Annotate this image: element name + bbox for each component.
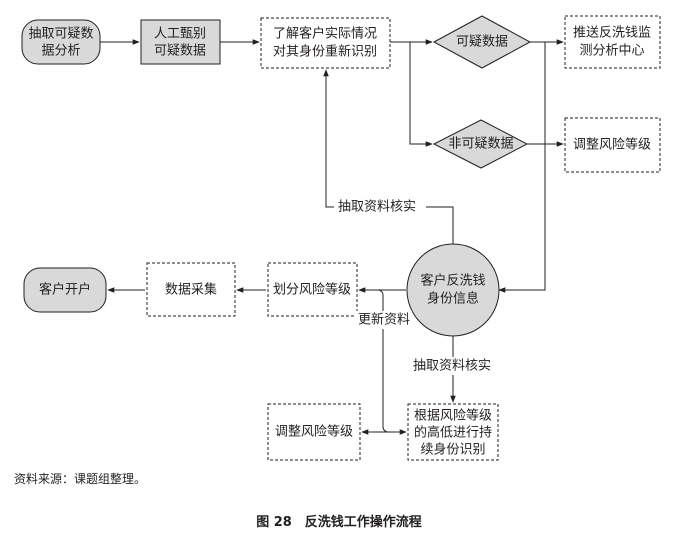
label-verify-bottom: 抽取资料核实 [413, 359, 491, 374]
node-classify-risk-label: 划分风险等级 [273, 282, 351, 298]
node-suspicious-data-label: 可疑数据 [456, 34, 508, 50]
node-extract-suspicious-line2: 据分析 [41, 44, 80, 59]
connectors [100, 39, 564, 435]
node-extract-suspicious-line1: 抽取可疑数 [28, 26, 93, 42]
node-adjust-risk-bottom: 调整风险等级 [267, 403, 361, 461]
node-extract-suspicious: 抽取可疑数 据分析 [21, 19, 101, 65]
node-classify-risk: 划分风险等级 [267, 262, 358, 317]
node-account-opening-label: 客户开户 [39, 282, 91, 298]
edge-understand-to-non-suspicious [409, 42, 433, 147]
node-customer-aml-info-line2: 身份信息 [427, 291, 479, 307]
node-understand-customer-line2: 对其身份重新识别 [273, 44, 377, 60]
label-update-data: 更新资料 [358, 312, 410, 328]
node-push-center-line2: 测分析中心 [579, 44, 644, 59]
node-understand-customer-line1: 了解客户实际情况 [273, 26, 377, 42]
node-non-suspicious-data: 非可疑数据 [432, 119, 529, 169]
node-push-center: 推送反洗钱监 测分析中心 [564, 15, 661, 69]
figure-caption: 图 28 反洗钱工作操作流程 [256, 515, 422, 530]
node-data-collection-label: 数据采集 [165, 282, 217, 298]
node-customer-aml-info-line1: 客户反洗钱 [420, 273, 485, 289]
edge-right-trunk-to-customer-info [498, 42, 546, 293]
node-manual-screening-line1: 人工甄别 [154, 27, 206, 42]
edge-labels: 抽取资料核实 更新资料 抽取资料核实 [334, 198, 502, 375]
node-ongoing-identification-line1: 根据风险等级 [414, 408, 492, 424]
node-adjust-risk-top-label: 调整风险等级 [573, 137, 651, 153]
node-non-suspicious-data-label: 非可疑数据 [448, 136, 513, 152]
node-customer-aml-info: 客户反洗钱 身份信息 [406, 243, 500, 337]
source-note: 资料来源：课题组整理。 [14, 472, 147, 486]
edge-customer-info-verify-up [323, 69, 454, 246]
node-adjust-risk-top: 调整风险等级 [564, 117, 661, 173]
label-verify-top: 抽取资料核实 [338, 200, 416, 215]
node-manual-screening: 人工甄别 可疑数据 [140, 19, 221, 65]
node-ongoing-identification-line3: 续身份识别 [420, 442, 485, 458]
node-account-opening: 客户开户 [23, 267, 107, 313]
node-suspicious-data: 可疑数据 [432, 15, 532, 69]
node-data-collection: 数据采集 [146, 262, 236, 317]
node-manual-screening-line2: 可疑数据 [154, 43, 206, 59]
node-ongoing-identification: 根据风险等级 的高低进行持 续身份识别 [407, 403, 499, 461]
node-adjust-risk-bottom-label: 调整风险等级 [275, 424, 353, 440]
node-understand-customer: 了解客户实际情况 对其身份重新识别 [260, 17, 391, 69]
node-ongoing-identification-line2: 的高低进行持 [414, 425, 492, 441]
node-push-center-line1: 推送反洗钱监 [573, 26, 651, 41]
